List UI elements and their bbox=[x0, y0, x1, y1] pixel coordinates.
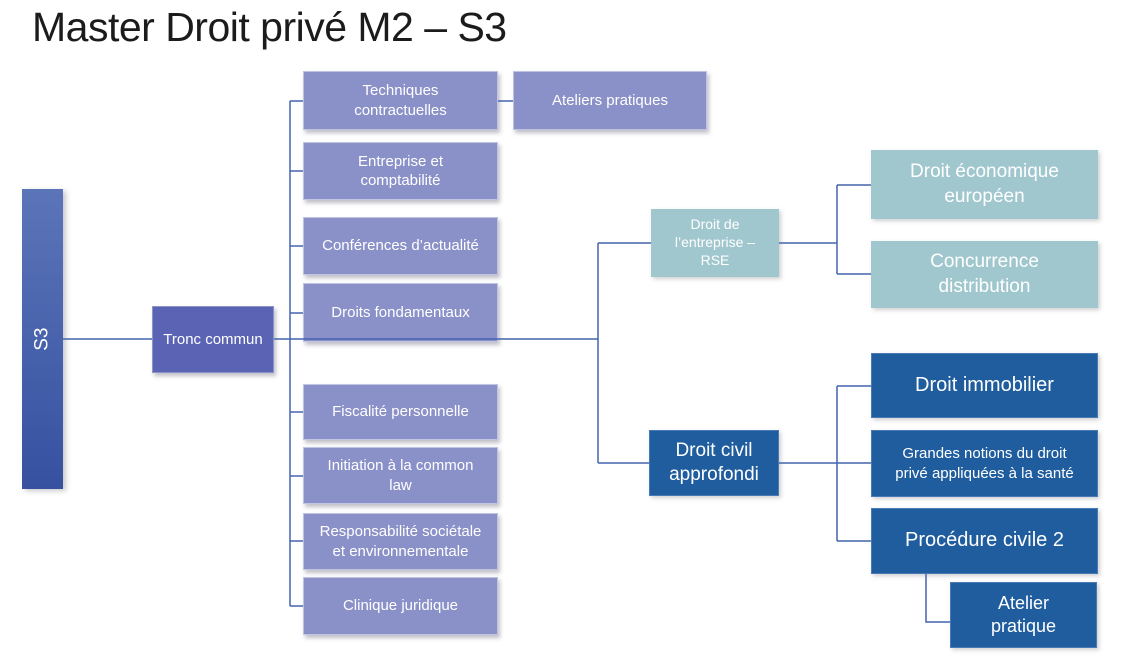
node-procedure-civile-2: Procédure civile 2 bbox=[871, 508, 1098, 574]
node-droits-fondamentaux: Droits fondamentaux bbox=[303, 283, 498, 342]
node-fiscalite-personnelle: Fiscalité personnelle bbox=[303, 384, 498, 440]
node-label: Initiation à la common law bbox=[327, 457, 474, 494]
node-initiation-common-law: Initiation à la common law bbox=[303, 447, 498, 504]
node-droit-entreprise-rse: Droit de l’entreprise – RSE bbox=[651, 209, 779, 277]
node-label: Droit immobilier bbox=[915, 373, 1054, 396]
slide-title-text: Master Droit privé M2 – S3 bbox=[32, 4, 507, 50]
node-label: Procédure civile 2 bbox=[905, 529, 1064, 552]
node-label: Concurrence distribution bbox=[930, 251, 1039, 297]
node-grandes-notions-sante: Grandes notions du droit privé appliquée… bbox=[871, 430, 1098, 497]
node-label: Tronc commun bbox=[163, 330, 263, 348]
node-label: Responsabilité sociétale et environnemen… bbox=[319, 523, 482, 560]
node-conferences-actualite: Conférences d’actualité bbox=[303, 217, 498, 275]
node-label: Ateliers pratiques bbox=[552, 91, 668, 109]
node-label: Grandes notions du droit privé appliquée… bbox=[895, 445, 1074, 482]
node-ateliers-pratiques: Ateliers pratiques bbox=[513, 71, 707, 130]
node-label: Droit civil approfondi bbox=[669, 439, 759, 485]
semester-label: S3 bbox=[31, 327, 53, 351]
node-droit-immobilier: Droit immobilier bbox=[871, 353, 1098, 418]
semester-box-s3: S3 bbox=[22, 189, 63, 489]
node-responsabilite-societale: Responsabilité sociétale et environnemen… bbox=[303, 513, 498, 570]
node-droit-economique-europeen: Droit économique européen bbox=[871, 150, 1098, 219]
node-concurrence-distribution: Concurrence distribution bbox=[871, 241, 1098, 308]
node-label: Techniques contractuelles bbox=[354, 82, 447, 119]
node-label: Clinique juridique bbox=[342, 597, 459, 615]
node-atelier-pratique: Atelier pratique bbox=[950, 582, 1097, 648]
node-label: Droit économique européen bbox=[910, 161, 1059, 207]
node-label: Droit de l’entreprise – RSE bbox=[674, 216, 756, 268]
slide-title: Master Droit privé M2 – S3 bbox=[32, 4, 507, 51]
node-tronc-commun: Tronc commun bbox=[152, 306, 274, 373]
node-techniques-contractuelles: Techniques contractuelles bbox=[303, 71, 498, 130]
node-label: Conférences d’actualité bbox=[322, 237, 479, 255]
node-clinique-juridique: Clinique juridique bbox=[303, 577, 498, 635]
node-label: Fiscalité personnelle bbox=[332, 403, 469, 421]
node-droit-civil-approfondi: Droit civil approfondi bbox=[649, 430, 779, 496]
node-label: Droits fondamentaux bbox=[331, 303, 470, 321]
node-label: Atelier pratique bbox=[990, 592, 1057, 636]
node-entreprise-comptabilite: Entreprise et comptabilité bbox=[303, 142, 498, 200]
node-label: Entreprise et comptabilité bbox=[357, 152, 444, 189]
